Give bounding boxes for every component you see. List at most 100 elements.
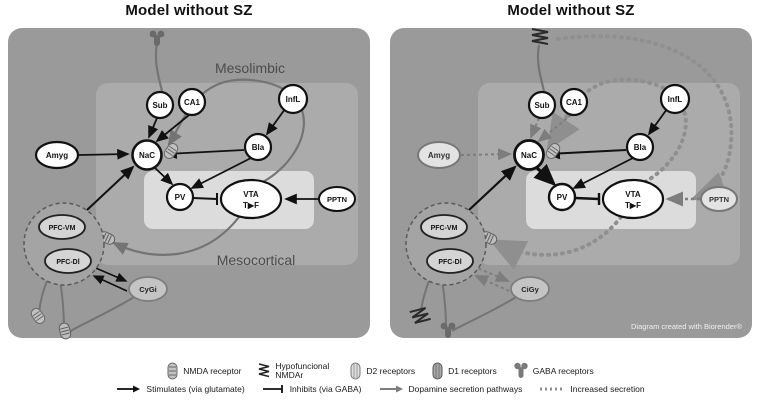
legend-label: Increased secretion: [570, 383, 645, 394]
d1-receptors-icon: [432, 362, 443, 380]
node-pfc-dl: PFC-Dl: [44, 248, 92, 274]
left-panel: Mesolimbic Mesocortical: [8, 28, 370, 340]
nmda-receptor-icon: [58, 322, 72, 340]
node-ca1: CA1: [177, 87, 207, 117]
arrow-nac-pv: [153, 166, 174, 186]
arrow-bla-pv: [572, 157, 634, 189]
mesolimbic-dopamine-path: [167, 78, 305, 183]
legend-label: Stimulates (via glutamate): [146, 383, 245, 394]
node-infl: InfL: [659, 83, 691, 115]
svg-text:T▶F: T▶F: [625, 201, 641, 210]
increased-loop-path: [556, 34, 734, 203]
svg-text:VTA: VTA: [625, 190, 641, 199]
gaba-receptors-icon: [514, 362, 528, 378]
dashed-arrow-amyg-nac: [460, 148, 512, 161]
node-nac: NaC: [131, 139, 163, 171]
hypofunctional-nmdar-icon: [409, 307, 431, 324]
legend: NMDA receptor Hypofuncional NMDAr D2 rec…: [0, 362, 760, 398]
legend-item-d1: D1 receptors: [431, 362, 497, 380]
node-cygi: CyGi: [128, 276, 168, 302]
svg-text:NaC: NaC: [139, 151, 155, 160]
svg-text:PFC-Dl: PFC-Dl: [438, 259, 461, 266]
svg-text:VTA: VTA: [243, 190, 259, 199]
hypofunctional-nmdar-icon: [259, 363, 270, 378]
arrow-nac-pv-bold: [533, 163, 557, 187]
node-vta: VTA T▶F: [219, 178, 283, 220]
legend-pathways-row: Stimulates (via glutamate) Inhibits (via…: [0, 384, 760, 394]
gaba-stem-line: [154, 42, 164, 92]
node-pfc-vm: PFC-VM: [420, 214, 468, 240]
inhibit-pv-vta: [574, 193, 601, 205]
node-infl: InfL: [277, 83, 309, 115]
arrow-sub-nac: [148, 117, 159, 139]
legend-item-dopamine: Dopamine secretion pathways: [378, 383, 523, 394]
mesolimbic-label: Mesolimbic: [215, 60, 285, 76]
legend-item-d2: D2 receptors: [349, 362, 415, 380]
arrow-bla-nac: [164, 148, 245, 159]
svg-text:PFC-Dl: PFC-Dl: [56, 259, 79, 266]
cigy-stem: [451, 295, 519, 332]
node-pv: PV: [547, 182, 577, 212]
right-panel: Sub CA1 InfL Amyg NaC Bla PV VTA: [390, 28, 752, 338]
arrow-infl-bla: [647, 108, 668, 136]
node-cigy: CiGy: [510, 276, 550, 302]
dopamine-arrow-icon: [379, 385, 403, 393]
node-pptn: PPTN: [318, 186, 356, 212]
stimulates-arrow-icon: [117, 385, 141, 393]
svg-text:Amyg: Amyg: [428, 151, 450, 160]
svg-text:InfL: InfL: [668, 95, 683, 104]
legend-label: D1 receptors: [448, 365, 497, 376]
node-amyg: Amyg: [417, 141, 461, 169]
legend-label: GABA receptors: [532, 365, 594, 376]
svg-text:CA1: CA1: [566, 98, 583, 107]
arrow-bla-nac: [546, 147, 627, 160]
dashed-arrow-ca1-nac: [537, 114, 572, 143]
gaba-receptor-icon: [149, 30, 165, 46]
node-pfc-vm: PFC-VM: [38, 214, 86, 240]
svg-text:NaC: NaC: [521, 151, 537, 160]
svg-text:Sub: Sub: [152, 101, 167, 110]
legend-label: Dopamine secretion pathways: [408, 383, 523, 394]
svg-text:Bla: Bla: [252, 143, 265, 152]
node-pptn: PPTN: [700, 186, 738, 212]
svg-text:CiGy: CiGy: [521, 285, 539, 294]
node-sub: Sub: [145, 90, 175, 120]
dashed-arrow-cigy-pfcdl: [474, 275, 510, 292]
d2-receptor-icon: [545, 143, 561, 159]
svg-text:PPTN: PPTN: [327, 195, 347, 204]
node-vta: VTA T▶F: [601, 178, 665, 220]
arrow-pfc-nac: [468, 165, 517, 211]
node-pv: PV: [165, 182, 195, 212]
d2-receptor-icon: [163, 143, 179, 159]
node-nac: NaC: [513, 139, 545, 171]
svg-text:PPTN: PPTN: [709, 195, 729, 204]
svg-text:Amyg: Amyg: [46, 151, 68, 160]
cygi-stem: [68, 295, 137, 333]
svg-text:InfL: InfL: [286, 95, 301, 104]
inhibits-tbar-icon: [262, 385, 283, 393]
nmda-receptor-icon: [30, 308, 46, 324]
increased-mesolimbic-path: [546, 77, 688, 184]
node-ca1: CA1: [559, 87, 589, 117]
svg-text:Bla: Bla: [634, 143, 647, 152]
legend-item-hypofunctional-nmdar: Hypofuncional NMDAr: [257, 362, 333, 380]
svg-text:Sub: Sub: [534, 101, 549, 110]
biorender-credit: Diagram created with Biorender®: [631, 322, 742, 331]
legend-item-gaba: GABA receptors: [513, 362, 594, 380]
arrow-pfc-nac: [86, 165, 135, 211]
legend-receptors-row: NMDA receptor Hypofuncional NMDAr D2 rec…: [0, 362, 760, 380]
legend-label: Hypofuncional NMDAr: [275, 361, 330, 380]
svg-text:CyGi: CyGi: [139, 285, 157, 294]
d2-receptors-icon: [350, 362, 361, 380]
legend-label: D2 receptors: [366, 365, 416, 376]
left-panel-title: Model without SZ: [125, 2, 253, 19]
mesocortical-dopamine-path: [112, 216, 240, 256]
arrow-infl-bla: [265, 108, 286, 136]
node-bla: Bla: [625, 132, 655, 162]
svg-text:CA1: CA1: [184, 98, 201, 107]
svg-text:PV: PV: [557, 193, 568, 202]
mesocortical-label: Mesocortical: [217, 252, 296, 268]
arrow-ca1-nac: [155, 114, 190, 143]
node-bla: Bla: [243, 132, 273, 162]
